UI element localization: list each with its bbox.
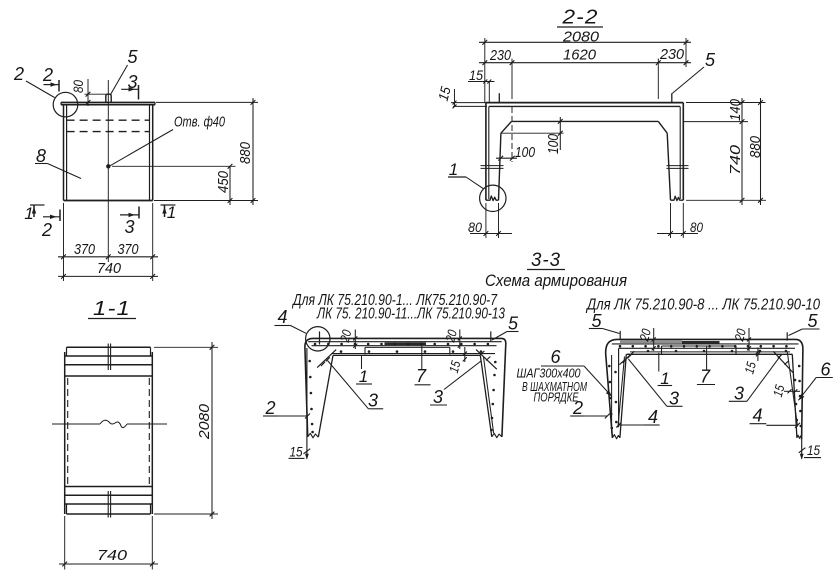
svg-text:5: 5 <box>807 311 818 331</box>
svg-text:2: 2 <box>264 398 275 418</box>
svg-text:2: 2 <box>13 64 24 84</box>
svg-text:6: 6 <box>820 360 831 380</box>
svg-text:Для ЛК 75.210.90-1... ЛК75.210: Для ЛК 75.210.90-1... ЛК75.210.90-7 <box>291 292 498 309</box>
svg-text:Схема армирования: Схема армирования <box>485 272 627 290</box>
svg-text:В ШАХМАТНОМ: В ШАХМАТНОМ <box>522 380 587 394</box>
svg-text:100: 100 <box>545 133 562 154</box>
svg-text:Для ЛК 75.210.90-8 ... ЛК 75.2: Для ЛК 75.210.90-8 ... ЛК 75.210.90-10 <box>585 297 820 314</box>
svg-text:880: 880 <box>747 135 764 158</box>
svg-text:3: 3 <box>734 384 744 404</box>
svg-text:370: 370 <box>74 241 96 258</box>
svg-text:20: 20 <box>337 327 355 344</box>
svg-text:4: 4 <box>752 406 762 426</box>
svg-text:20: 20 <box>636 326 654 343</box>
svg-text:2080: 2080 <box>562 29 600 46</box>
svg-text:2: 2 <box>572 398 583 418</box>
svg-text:4: 4 <box>277 307 287 327</box>
svg-text:3-3: 3-3 <box>531 250 561 271</box>
svg-text:1: 1 <box>359 367 368 386</box>
svg-text:2-2: 2-2 <box>561 7 598 29</box>
svg-text:3: 3 <box>127 72 137 92</box>
svg-text:5: 5 <box>591 311 602 331</box>
svg-text:5: 5 <box>705 50 716 70</box>
svg-text:20: 20 <box>442 327 460 344</box>
svg-text:1: 1 <box>449 160 458 179</box>
svg-text:450: 450 <box>215 170 232 193</box>
svg-text:8: 8 <box>36 146 46 166</box>
svg-text:740: 740 <box>97 260 122 277</box>
svg-text:740: 740 <box>97 547 128 564</box>
svg-text:3: 3 <box>368 391 378 411</box>
svg-text:5: 5 <box>508 314 519 334</box>
svg-text:15: 15 <box>807 442 820 458</box>
svg-text:20: 20 <box>731 326 749 343</box>
svg-text:80: 80 <box>70 80 86 93</box>
svg-text:880: 880 <box>237 141 254 164</box>
svg-text:1: 1 <box>24 204 33 223</box>
svg-text:6: 6 <box>550 347 561 367</box>
svg-text:100: 100 <box>515 144 536 161</box>
svg-text:5: 5 <box>127 47 138 67</box>
svg-text:15: 15 <box>469 67 483 83</box>
svg-text:2080: 2080 <box>196 403 213 440</box>
svg-text:ПОРЯДКЕ: ПОРЯДКЕ <box>534 391 579 405</box>
svg-text:3: 3 <box>433 387 443 407</box>
svg-text:1: 1 <box>660 369 669 388</box>
svg-text:3: 3 <box>124 217 134 237</box>
svg-text:140: 140 <box>727 98 744 121</box>
svg-text:1-1: 1-1 <box>93 298 131 320</box>
svg-text:740: 740 <box>727 144 744 175</box>
svg-text:1620: 1620 <box>563 47 597 64</box>
svg-text:ШАГ300х400: ШАГ300х400 <box>517 367 581 381</box>
svg-text:4: 4 <box>648 407 658 427</box>
svg-text:2: 2 <box>42 65 53 85</box>
svg-text:230: 230 <box>489 47 511 64</box>
svg-text:7: 7 <box>700 367 711 387</box>
svg-text:15: 15 <box>770 382 788 398</box>
svg-text:15: 15 <box>290 444 303 460</box>
svg-text:15: 15 <box>741 359 759 375</box>
svg-text:2: 2 <box>41 220 52 240</box>
svg-text:15: 15 <box>435 85 454 103</box>
svg-text:3: 3 <box>669 389 679 409</box>
svg-text:1: 1 <box>167 203 176 222</box>
svg-text:Отв. ф40: Отв. ф40 <box>174 114 225 131</box>
svg-text:15: 15 <box>446 358 464 374</box>
svg-text:80: 80 <box>468 219 482 235</box>
svg-text:7: 7 <box>416 366 427 386</box>
svg-text:80: 80 <box>690 219 703 235</box>
svg-text:ЛК 75. 210.90-11...ЛК 75.210.9: ЛК 75. 210.90-11...ЛК 75.210.90-13 <box>316 306 505 323</box>
svg-text:230: 230 <box>659 46 685 63</box>
svg-text:370: 370 <box>118 241 140 258</box>
